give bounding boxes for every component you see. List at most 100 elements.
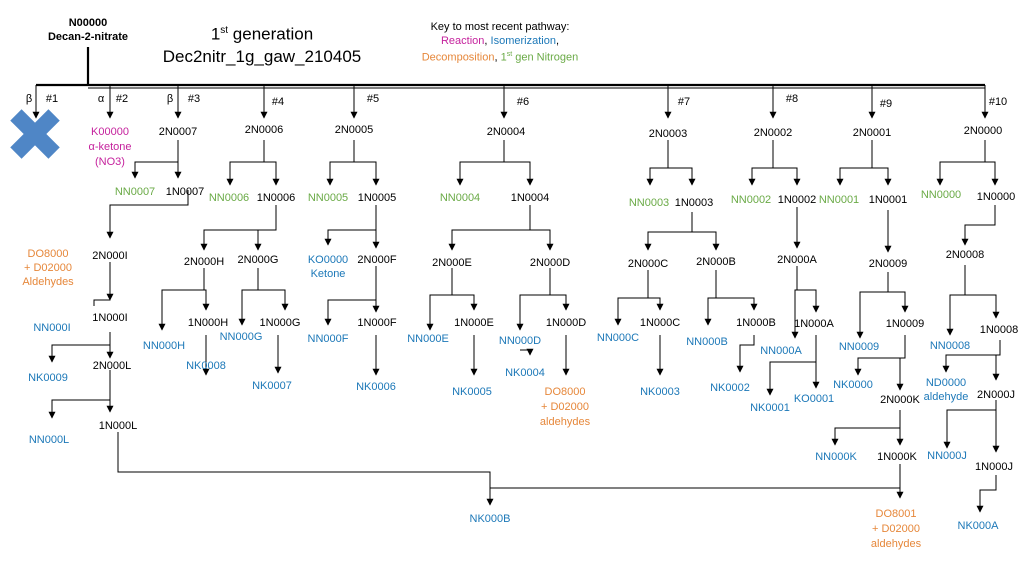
node-NK0001: NK0001 <box>750 402 790 414</box>
key-nitrogen-num: 1 <box>500 51 507 64</box>
node-2N0009: 2N0009 <box>868 258 908 270</box>
key-sep1: , <box>484 35 491 47</box>
blocked-cross-icon <box>10 109 60 159</box>
key-reaction: Reaction <box>440 35 485 47</box>
node-D02000: + D02000 <box>23 262 73 274</box>
node-1N000H: 1N000H <box>187 317 229 329</box>
node-NK0007: NK0007 <box>252 380 292 392</box>
node-2N0003: 2N0003 <box>648 128 688 140</box>
node-NN000A: NN000A <box>760 345 802 357</box>
branch-label-6: #6 <box>516 96 530 108</box>
node-NN000I: NN000I <box>33 322 71 334</box>
node-2N000B: 2N000B <box>696 256 736 268</box>
branch-label-5: #5 <box>366 93 380 105</box>
node-NK0005: NK0005 <box>452 386 492 398</box>
node-KO0001: KO0001 <box>793 393 835 405</box>
node-1N0009: 1N0009 <box>885 318 925 330</box>
node-2N000D: 2N000D <box>529 257 571 269</box>
node-NK0003: NK0003 <box>640 386 680 398</box>
node-2N0004: 2N0004 <box>486 126 526 138</box>
branch-label-3: #3 <box>187 93 201 105</box>
node-NK0008-a: NK0008 <box>186 360 226 372</box>
diagram-subtitle: Dec2nitr_1g_gaw_210405 <box>162 46 362 66</box>
node-1N000F: 1N000F <box>357 317 397 329</box>
node-ND0000: ND0000 <box>925 377 967 389</box>
node-NN000G: NN000G <box>219 331 263 343</box>
node-ketone: Ketone <box>310 268 346 280</box>
node-1N000J: 1N000J <box>975 461 1013 473</box>
node-NN0002: NN0002 <box>730 194 772 206</box>
node-1N000D: 1N000D <box>545 317 587 329</box>
key-isomerization: Isomerization <box>490 35 556 47</box>
node-NN000E: NN000E <box>407 333 449 345</box>
key-heading: Key to most recent pathway: <box>430 21 570 33</box>
node-NK0000: NK0000 <box>833 379 873 391</box>
node-2N000I: 2N000I <box>92 250 128 262</box>
key-nitrogen-rest: gen Nitrogen <box>512 51 579 64</box>
node-1N000E: 1N000E <box>454 317 494 329</box>
node-1N0004: 1N0004 <box>510 192 550 204</box>
node-NK000B: NK000B <box>469 513 511 525</box>
node-aldehydes-2: aldehydes <box>539 416 591 428</box>
node-2N0008: 2N0008 <box>945 249 985 261</box>
node-NN0007: NN0007 <box>114 186 156 198</box>
branch-label-7: #7 <box>677 96 691 108</box>
node-DO8000-b: DO8000 <box>544 386 586 398</box>
node-NN000F: NN000F <box>307 333 349 345</box>
node-1N0000: 1N0000 <box>976 191 1016 203</box>
node-NN000H: NN000H <box>142 340 186 352</box>
branch-label-1: #1 <box>45 93 59 105</box>
node-2N000K: 2N000K <box>880 394 920 406</box>
node-2N000H: 2N000H <box>183 256 225 268</box>
node-NN0000: NN0000 <box>920 189 962 201</box>
node-NN0005: NN0005 <box>307 192 349 204</box>
node-1N0007: 1N0007 <box>165 186 205 198</box>
node-KO0000: KO0000 <box>307 254 349 266</box>
node-1N0002: 1N0002 <box>777 194 817 206</box>
root-id: N00000 <box>68 17 108 29</box>
node-1N000B: 1N000B <box>736 317 776 329</box>
node-NN0006: NN0006 <box>208 192 250 204</box>
gen-word: generation <box>228 24 314 44</box>
key-sep3: , <box>494 51 501 64</box>
node-2N000C: 2N000C <box>627 258 669 270</box>
node-aldehydes-1: Aldehydes <box>22 276 74 288</box>
node-NN000L: NN000L <box>28 434 70 446</box>
alpha-label-2: α <box>97 93 105 105</box>
node-2N000A: 2N000A <box>777 254 817 266</box>
node-NN0009: NN0009 <box>838 341 880 353</box>
branch-label-10: #10 <box>988 96 1008 108</box>
node-2N000J: 2N000J <box>977 389 1015 401</box>
node-2N0005: 2N0005 <box>334 124 374 136</box>
node-2N000E: 2N000E <box>432 257 472 269</box>
branch-label-2: #2 <box>115 93 129 105</box>
node-DO8000: DO8000 <box>27 248 69 260</box>
node-1N000A: 1N000A <box>794 318 834 330</box>
beta-label-3: β <box>166 93 174 105</box>
beta-label-1: β <box>25 93 33 105</box>
node-1N0001: 1N0001 <box>868 194 908 206</box>
node-NN0008: NN0008 <box>929 340 971 352</box>
node-NK0006: NK0006 <box>356 381 396 393</box>
node-2N000L: 2N000L <box>92 360 132 372</box>
node-NN000J: NN000J <box>927 450 967 462</box>
node-2N000G: 2N000G <box>237 254 279 266</box>
gen-number: 1 <box>210 24 221 44</box>
node-1N000I: 1N000I <box>92 312 128 324</box>
node-1N000K: 1N000K <box>877 451 917 463</box>
node-1N0008: 1N0008 <box>979 324 1019 336</box>
node-alpha-ketone: α-ketone <box>88 141 132 153</box>
node-1N000C: 1N000C <box>639 317 681 329</box>
node-NK0004: NK0004 <box>505 367 545 379</box>
node-NN000C: NN000C <box>596 332 640 344</box>
node-NK0002: NK0002 <box>710 382 750 394</box>
root-node: N00000 Decan-2-nitrate <box>48 16 128 44</box>
node-2N0002: 2N0002 <box>753 127 793 139</box>
key-decomposition: Decomposition <box>421 51 495 64</box>
node-2N0007: 2N0007 <box>158 126 198 138</box>
node-NK0009: NK0009 <box>28 372 68 384</box>
node-NN0004: NN0004 <box>439 192 481 204</box>
node-1N000G: 1N000G <box>259 317 301 329</box>
gen-superscript: st <box>220 25 229 36</box>
